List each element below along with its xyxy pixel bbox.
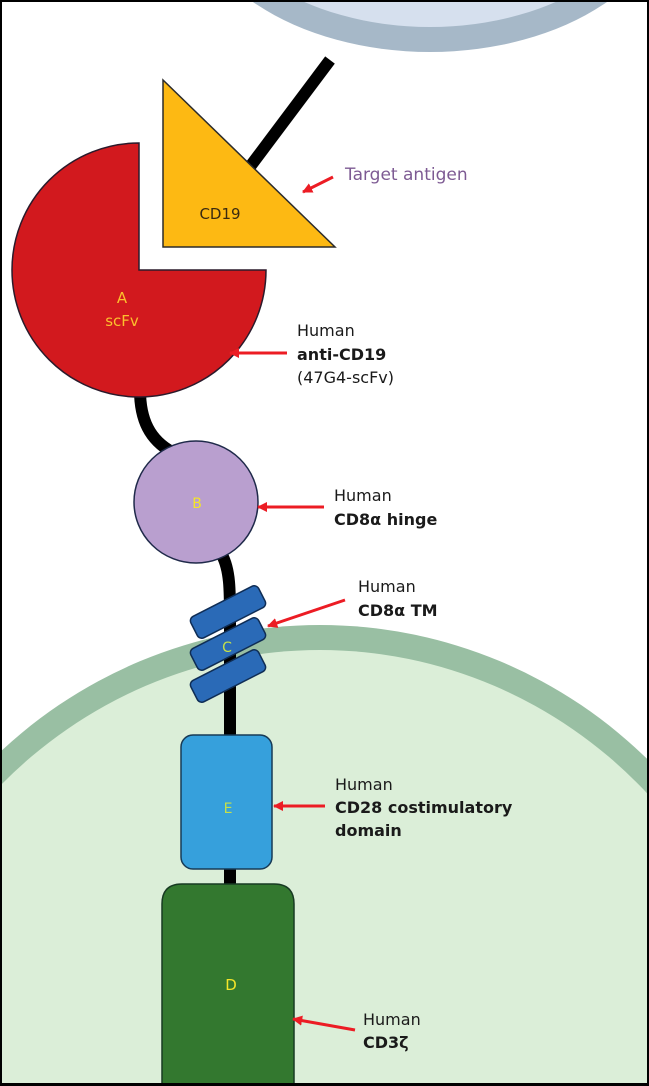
arrow-tm [267, 598, 346, 628]
tm-letter: C [222, 640, 232, 656]
cd3z-label-line1: Human [363, 1010, 421, 1029]
cd3z-label-line2: CD3ζ [363, 1033, 409, 1052]
scfv-letter: A [117, 289, 128, 307]
costim-label-line1: Human [335, 775, 393, 794]
arrow-cd3z [291, 1015, 356, 1032]
scfv-name: scFv [105, 312, 139, 330]
cd3z-domain: D [161, 883, 295, 1083]
tm-helix-1 [189, 585, 267, 639]
cd19-antigen: CD19 [162, 78, 337, 248]
scfv-label-line3: (47G4-scFv) [297, 368, 394, 387]
cd3z-box [161, 883, 295, 1083]
labels: Target antigen Human anti-CD19 (47G4-scF… [297, 165, 513, 1052]
hinge-label-line1: Human [334, 486, 392, 505]
cd19-triangle [162, 78, 337, 248]
costim-domain: E [180, 734, 273, 870]
t-cell [2, 625, 647, 1083]
costim-letter: E [224, 801, 233, 817]
tm-label-line1: Human [358, 577, 416, 596]
target-antigen-label: Target antigen [344, 165, 468, 185]
scfv-hinge-linker [134, 389, 176, 458]
scfv-label-line1: Human [297, 321, 355, 340]
tm-helix-3 [189, 649, 267, 703]
scfv-label-line2: anti-CD19 [297, 345, 386, 364]
tm-label-line2: CD8α TM [358, 601, 438, 620]
hinge-domain: B [133, 440, 259, 564]
hinge-label-line2: CD8α hinge [334, 510, 437, 529]
arrows [228, 175, 356, 1032]
tm-domain: C [189, 585, 267, 703]
cd3z-letter: D [225, 976, 237, 994]
antigen-stalk [235, 56, 335, 184]
target-cell-body [304, 2, 556, 27]
costim-box [180, 734, 273, 870]
costim-label-line2: CD28 costimulatory [335, 798, 513, 817]
tm-helix-2 [189, 617, 267, 671]
arrow-antigen [302, 175, 334, 194]
cd19-text: CD19 [199, 205, 240, 223]
scfv-shape [11, 142, 267, 398]
costim-label-line3: domain [335, 821, 402, 840]
hinge-letter: B [192, 496, 202, 512]
t-cell-body [2, 650, 647, 1083]
target-cell [253, 2, 607, 52]
scfv-domain: A scFv [11, 142, 267, 398]
